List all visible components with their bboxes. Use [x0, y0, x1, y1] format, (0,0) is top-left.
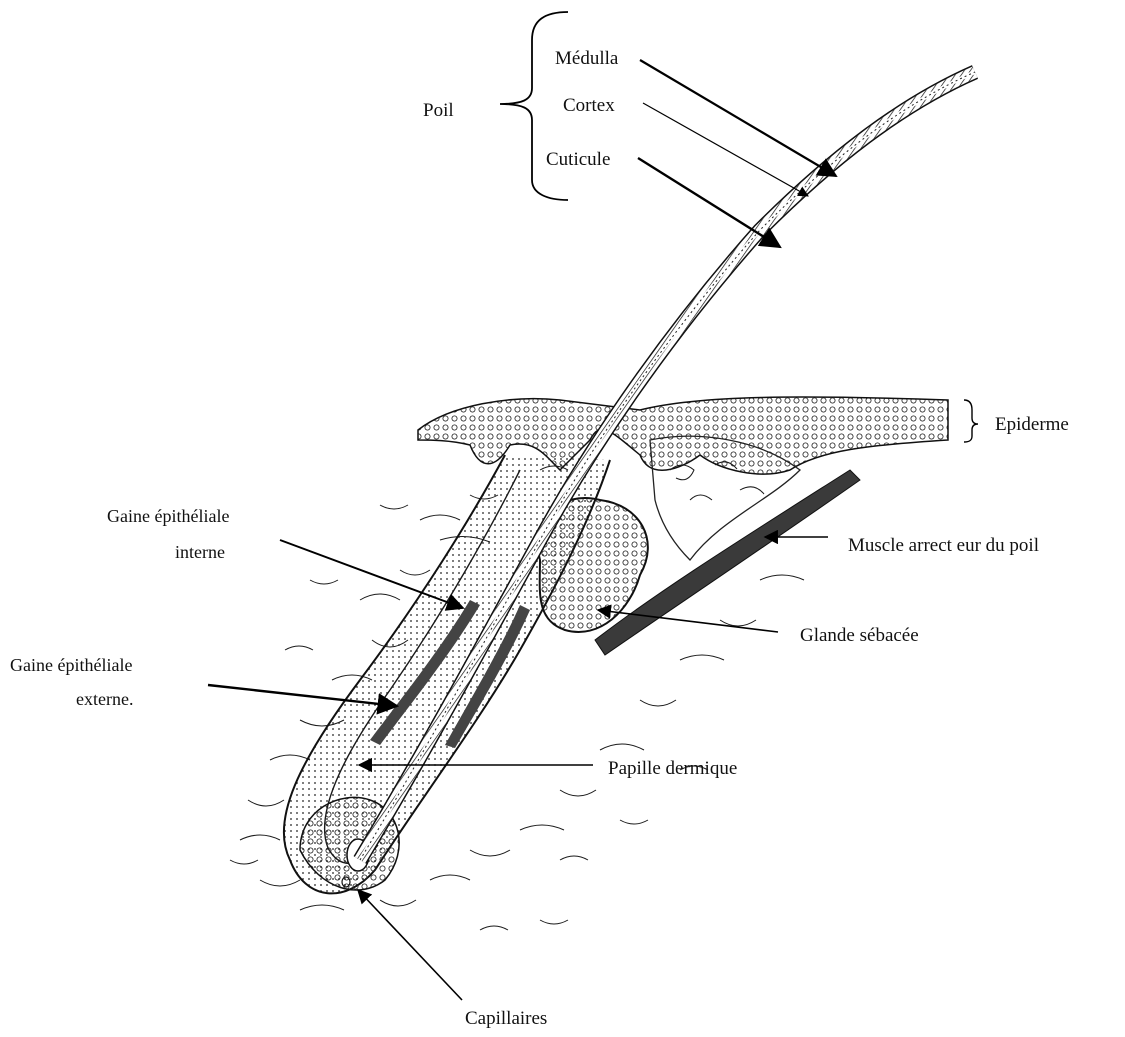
poil-brace	[500, 12, 568, 200]
label-gaine-interne-2: interne	[175, 542, 225, 562]
label-gaine-externe-1: Gaine épithéliale	[10, 655, 132, 675]
label-glande: Glande sébacée	[800, 625, 919, 646]
label-papille: Papille dermique	[608, 758, 737, 779]
capillaires-leader	[358, 890, 462, 1000]
cortex-leader	[643, 103, 808, 196]
cuticule-leader	[638, 158, 780, 247]
label-capillaires: Capillaires	[465, 1008, 547, 1029]
label-gaine-externe-2: externe.	[76, 689, 133, 709]
follicle	[284, 455, 610, 893]
label-poil: Poil	[423, 100, 454, 121]
label-cuticule: Cuticule	[546, 149, 610, 170]
epiderme-brace	[964, 400, 978, 442]
label-medulla: Médulla	[555, 48, 619, 69]
epidermis-band	[418, 397, 948, 474]
label-epiderme: Epiderme	[995, 414, 1069, 435]
label-gaine-interne-1: Gaine épithéliale	[107, 506, 229, 526]
label-cortex: Cortex	[563, 95, 615, 116]
label-muscle: Muscle arrect eur du poil	[848, 535, 1039, 556]
